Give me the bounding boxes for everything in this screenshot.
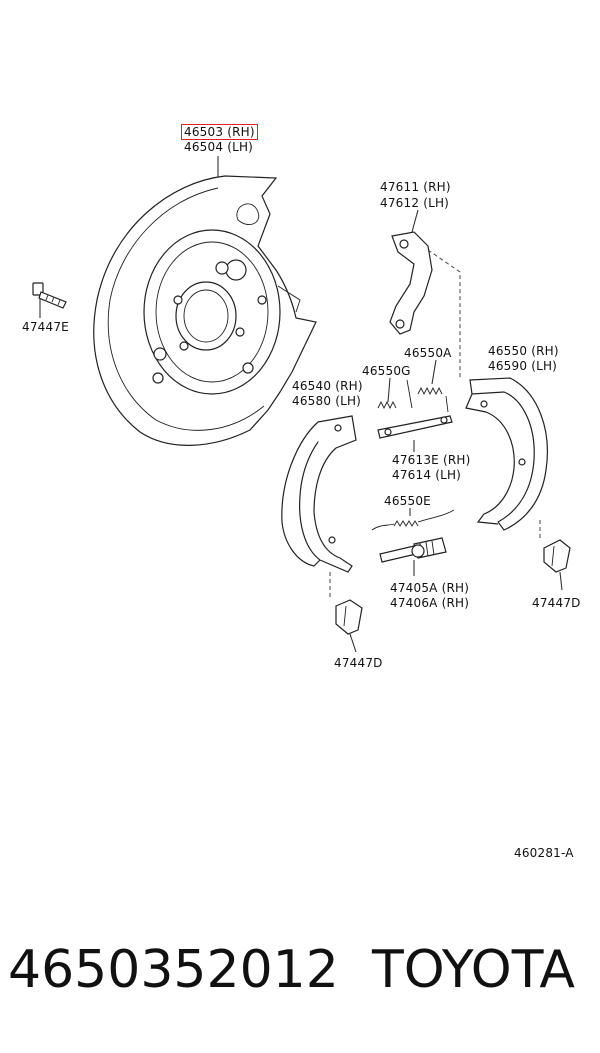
label-47405a-rh: 47405A (RH) bbox=[390, 581, 470, 595]
label-47611-rh: 47611 (RH) bbox=[380, 180, 451, 194]
front-shoe-drawing bbox=[281, 415, 357, 600]
clip-right-drawing bbox=[543, 539, 571, 591]
label-46550-rh: 46550 (RH) bbox=[488, 344, 559, 358]
brand-name: TOYOTA bbox=[372, 940, 575, 1000]
label-46580-lh: 46580 (LH) bbox=[292, 394, 362, 408]
rear-shoe-drawing bbox=[465, 377, 548, 540]
label-46590-lh: 46590 (LH) bbox=[488, 359, 558, 373]
label-47447e: 47447E bbox=[22, 320, 69, 334]
diagram-code: 460281-A bbox=[514, 846, 574, 860]
spring-e-drawing bbox=[371, 508, 455, 531]
label-47614-lh: 47614 (LH) bbox=[392, 468, 462, 482]
strut-drawing bbox=[377, 415, 453, 452]
parking-lever-drawing bbox=[389, 209, 461, 380]
label-46504-lh: 46504 (LH) bbox=[184, 140, 254, 154]
label-46550e: 46550E bbox=[384, 494, 431, 508]
label-47406a-rh: 47406A (RH) bbox=[390, 596, 470, 610]
label-47447d-bottom: 47447D bbox=[334, 656, 383, 670]
bolt-drawing bbox=[32, 282, 67, 318]
label-47613e-rh: 47613E (RH) bbox=[392, 453, 471, 467]
label-47612-lh: 47612 (LH) bbox=[380, 196, 450, 210]
backing-plate-drawing bbox=[93, 156, 317, 446]
adjuster-drawing bbox=[379, 537, 447, 576]
label-46550g: 46550G bbox=[362, 364, 411, 378]
label-46550a: 46550A bbox=[404, 346, 452, 360]
label-46503-rh: 46503 (RH) bbox=[181, 124, 258, 140]
label-47447d-right: 47447D bbox=[532, 596, 581, 610]
part-number: 4650352012 bbox=[8, 940, 339, 1000]
springs-drawing bbox=[377, 359, 449, 413]
label-46540-rh: 46540 (RH) bbox=[292, 379, 363, 393]
clip-bottom-drawing bbox=[335, 599, 363, 653]
